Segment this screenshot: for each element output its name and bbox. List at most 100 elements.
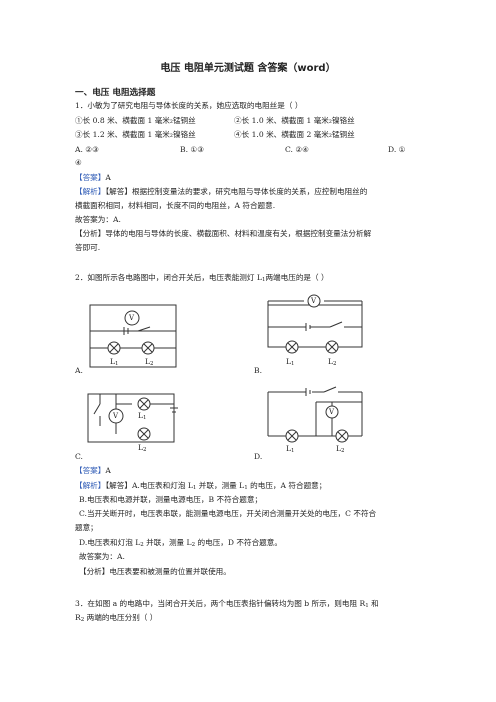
answer-value: A [105,466,111,475]
q3-stem-line-2: R2 两端的电压分别（ ） [75,612,157,624]
q1-choice-b[interactable]: B. ①③ [180,145,205,154]
analysis-text: 并联，测量 L [143,538,192,547]
lamp-l2-label: L2 [328,356,337,368]
q1-answer: 【答案】A [75,172,111,184]
lamp-l1-label: L1 [286,356,295,368]
q1-option-4: ④长 1.0 米、横截面 2 毫米₂锰铜丝 [234,130,355,139]
q1-analysis-line-3: 故答案为：A. [75,215,121,224]
q3-stem-line-1: 3．在如图 a 的电路中，当闭合开关后，两个电压表指针偏转均为图 b 所示，则电… [75,598,379,610]
q2-analysis-b: B.电压表和电源并联，测量电源电压，B 不符合题意； [79,495,263,504]
lamp-sub: 2 [333,361,337,367]
circuit-c-svg [87,393,178,443]
q2-analysis-c1: C.当开关断开时，电压表串联，能测量电源电压，开关闭合测量开关处的电压，C 不符… [79,509,377,518]
q1-choice-d-cont: ④ [75,158,82,167]
q2-stem-a: 2．如图所示各电路图中，闭合开关后，电压表能测灯 L [75,273,262,282]
q2-answer: 【答案】A [75,465,111,477]
analysis-text: D.电压表和灯泡 L [79,538,141,547]
q2-stem-sub: 1 [261,277,266,283]
lamp-l1-label: L1 [286,443,295,455]
lamp-sub: 2 [341,448,345,454]
circuit-d[interactable]: V L1 L2 [266,380,366,455]
q1-fenxi-line-2: 答即可. [75,243,101,252]
sub: 1 [365,603,369,609]
analysis-text: 并联，测量 L [196,481,245,490]
q2-analysis-end: 故答案为：A. [79,552,125,561]
answer-tag: 【答案】 [75,173,106,182]
circuit-a-svg [89,304,177,368]
analysis-text: 的电压，D 不符合题意。 [195,538,282,547]
lamp-sub: 1 [291,448,295,454]
q1-fenxi-line-1: 【分析】导体的电阻与导体的长度、横截面积、材料和温度有关，根据控制变量法分析解 [75,228,371,240]
q1-analysis-line-1: 【解析】【解答】根据控制变量法的要求，研究电阻与导体长度的关系，应控制电阻丝的 [75,186,367,198]
q2-stem: 2．如图所示各电路图中，闭合开关后，电压表能测灯 L1两端电压的是（ ） [75,272,329,284]
circuit-b-svg [267,294,363,354]
sub: 2 [80,617,85,623]
lamp-l: L [286,357,292,366]
circuit-a[interactable]: V L1 L2 [88,303,180,369]
q1-choice-a[interactable]: A. ②③ [75,145,99,154]
q1-choice-c[interactable]: C. ②④ [285,145,309,154]
q1-choice-d[interactable]: D. ① [388,145,406,154]
fenxi-tag: 【分析】 [75,229,106,238]
lamp-sub: 2 [143,447,147,453]
page-title: 电压 电阻单元测试题 含答案（word） [160,63,336,74]
sub: 1 [192,485,197,491]
lamp-sub: 1 [143,415,147,421]
section-heading: 一、电压 电阻选择题 [75,88,156,98]
voltmeter-label: V [311,297,317,305]
voltmeter-label: V [329,408,335,416]
sub: 2 [140,542,144,548]
lamp-l: L [110,357,116,366]
analysis-tag: 【解析】 [75,187,106,196]
circuit-b[interactable]: V L1 L2 [266,294,366,368]
lamp-l2-label: L2 [336,443,345,455]
lamp-l: L [328,357,334,366]
q2-analysis-c2: 题意； [75,523,98,532]
circuit-c[interactable]: V L1 L2 [86,386,178,453]
circuit-b-label: B. [254,366,262,375]
lamp-l2-label: L2 [145,356,154,368]
lamp-l1-label: L1 [138,410,147,422]
lamp-l: L [145,357,151,366]
lamp-l: L [286,444,292,453]
circuit-a-label: A. [75,366,83,375]
sub: 2 [191,542,196,548]
answer-tag: 【答案】 [75,466,106,475]
lamp-l2-label: L2 [138,442,147,454]
analysis-text: 【解答】根据控制变量法的要求，研究电阻与导体长度的关系，应控制电阻丝的 [105,187,368,196]
fenxi-tag: 【分析】 [79,567,110,576]
q3-stem-b: 和 [368,599,379,608]
fenxi-text: 电压表要和被测量的位置并联使用。 [109,567,231,576]
q2-analysis-d: D.电压表和灯泡 L2 并联，测量 L2 的电压，D 不符合题意。 [79,537,282,549]
lamp-l: L [336,444,342,453]
lamp-l: L [138,411,144,420]
lamp-l1-label: L1 [110,356,119,368]
voltmeter-label: V [113,412,119,420]
q1-analysis-line-2: 横截面积相同，材料相同，长度不同的电阻丝，A 符合题意. [75,201,276,210]
q1-stem: 1．小敏为了研究电阻与导体长度的关系，她应选取的电阻丝是（ ） [75,101,303,110]
q3-stem-a: 3．在如图 a 的电路中，当闭合开关后，两个电压表指针偏转均为图 b 所示，则电… [75,599,366,608]
q3-stem-d: 两端的电压分别（ ） [84,613,158,622]
q2-analysis-a: 【解析】【解答】A.电压表和灯泡 L1 并联，测量 L1 的电压，A 符合题意； [75,480,326,492]
q3-stem-c: R [75,613,81,622]
q2-stem-b: 两端电压的是（ ） [265,273,329,282]
analysis-tag: 【解析】 [75,481,106,490]
analysis-text: 的电压，A 符合题意； [247,481,327,490]
lamp-sub: 1 [115,361,119,367]
q1-option-1: ①长 0.8 米、横截面 1 毫米₂锰铜丝 [75,116,196,125]
circuit-d-svg [267,386,363,443]
sub: 1 [244,485,248,491]
circuit-c-label: C. [75,452,83,461]
lamp-sub: 1 [291,361,295,367]
q1-option-2: ②长 1.0 米、横截面 1 毫米₂镍铬丝 [234,116,355,125]
answer-value: A [105,173,111,182]
fenxi-text: 导体的电阻与导体的长度、横截面积、材料和温度有关，根据控制变量法分析解 [105,229,372,238]
voltmeter-label: V [129,314,135,322]
lamp-sub: 2 [150,361,154,367]
analysis-text: 【解答】A.电压表和灯泡 L [105,481,193,490]
q1-option-3: ③长 1.2 米、横截面 1 毫米₂镍铬丝 [75,130,196,139]
q2-fenxi: 【分析】电压表要和被测量的位置并联使用。 [79,566,231,578]
lamp-l: L [138,443,144,452]
circuit-d-label: D. [254,452,263,461]
